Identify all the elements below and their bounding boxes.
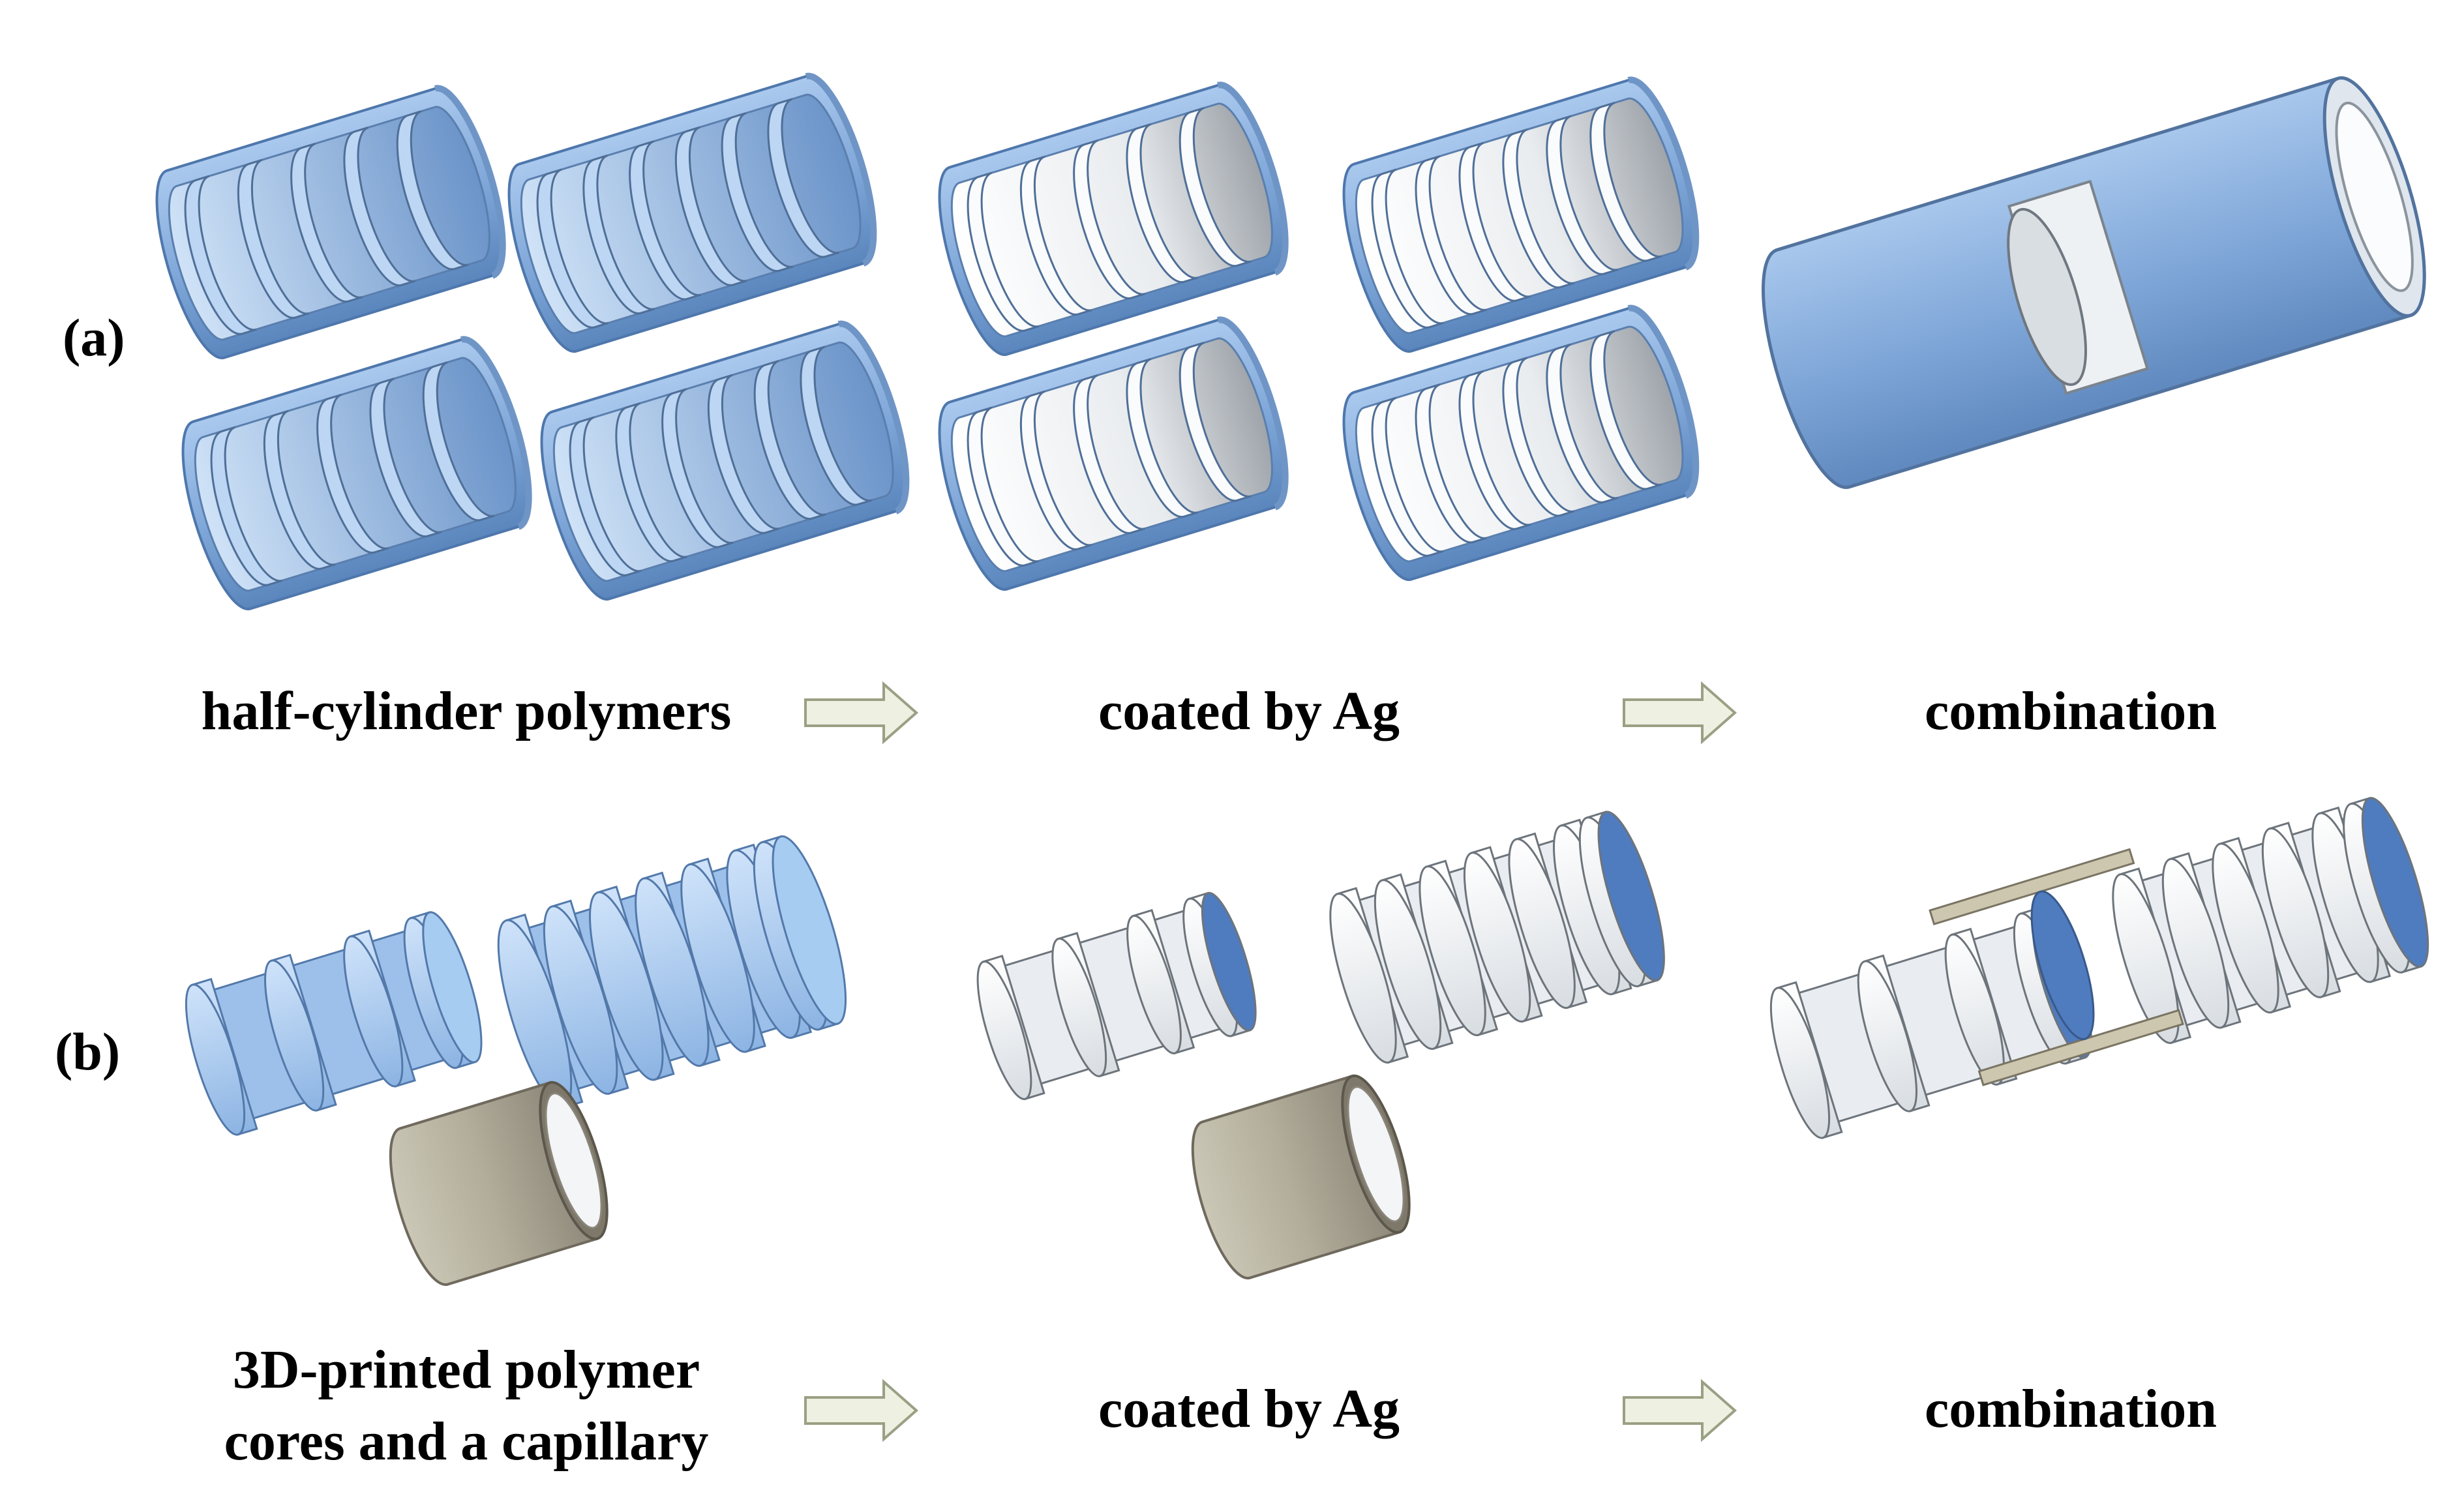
combined-capillary-sleeve xyxy=(1929,848,2184,1086)
coated-half-short-top xyxy=(938,82,1289,356)
coated-core-short xyxy=(976,891,1257,1101)
combined-assembly-b xyxy=(1769,797,2429,1139)
panel-label-a: (a) xyxy=(63,308,125,367)
polymer-half-long-top xyxy=(507,72,877,353)
arrow-b-1 xyxy=(804,1379,919,1442)
coated-half-short-bottom xyxy=(938,316,1289,591)
half-cylinder-parts xyxy=(155,72,1700,610)
caption-combination-a: combination xyxy=(1925,681,2217,741)
coated-half-long-top xyxy=(1342,76,1700,353)
caption-combination-b: combination xyxy=(1925,1379,2217,1439)
process-arrows xyxy=(804,681,1737,1442)
polymer-core-long xyxy=(497,835,847,1109)
arrow-b-2 xyxy=(1623,1379,1737,1442)
polymer-half-long-bottom xyxy=(540,320,910,601)
polymer-half-short-bottom xyxy=(181,336,532,610)
caption-half-cylinder-polymers: half-cylinder polymers xyxy=(202,681,732,741)
polymer-core-short xyxy=(185,911,483,1136)
polymer-half-short-top xyxy=(155,85,506,359)
caption-3d-printed-line2: cores and a capillary xyxy=(224,1411,709,1472)
caption-3d-printed-line1: 3D-printed polymer xyxy=(233,1339,700,1400)
capillary-polymer-stage xyxy=(389,1081,608,1287)
coated-core-long xyxy=(1329,811,1665,1064)
ribbed-core-parts xyxy=(185,811,1665,1287)
coated-half-long-bottom xyxy=(1342,305,1700,581)
combined-tube-a xyxy=(1762,76,2426,489)
caption-coated-by-ag-b: coated by Ag xyxy=(1098,1379,1400,1439)
panel-label-b: (b) xyxy=(55,1022,120,1081)
combined-core-right xyxy=(2112,797,2429,1044)
caption-coated-by-ag-a: coated by Ag xyxy=(1098,681,1400,741)
arrow-a-1 xyxy=(804,681,919,745)
capillary-coated-stage xyxy=(1191,1074,1411,1280)
arrow-a-2 xyxy=(1623,681,1737,745)
